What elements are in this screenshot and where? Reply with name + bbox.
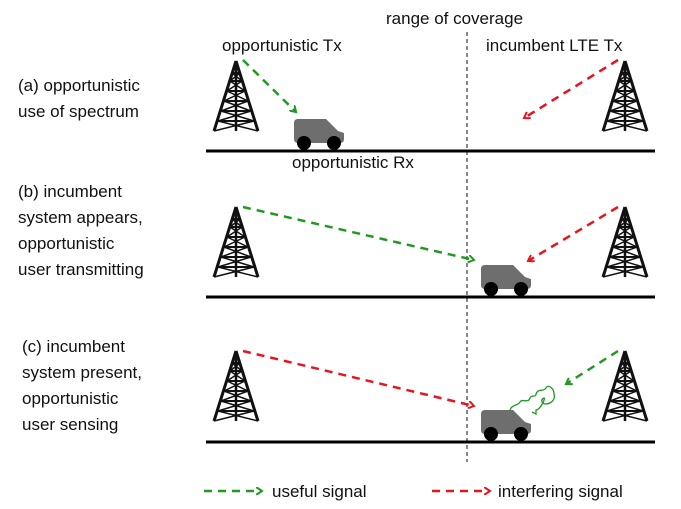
car-icon — [294, 119, 344, 150]
scenario-a: (a) opportunistic use of spectrum — [18, 58, 655, 153]
scenario-b-line-2: system appears, — [18, 208, 143, 227]
legend-useful-label: useful signal — [272, 482, 367, 501]
tower-opportunistic-tx-icon — [212, 59, 260, 133]
legend: useful signal interfering signal — [204, 482, 623, 501]
car-icon — [481, 410, 531, 441]
tower-incumbent-lte-tx-icon — [601, 349, 649, 423]
useful-signal-arrow — [566, 349, 619, 384]
scenario-a-line-2: use of spectrum — [18, 102, 139, 121]
incumbent-lte-tx-label: incumbent LTE Tx — [486, 36, 623, 55]
opportunistic-rx-label: opportunistic Rx — [292, 153, 414, 172]
interfering-signal-arrow — [528, 205, 619, 261]
interfering-signal-arrow — [242, 349, 474, 406]
range-of-coverage-label: range of coverage — [386, 9, 523, 28]
scenario-c-line-1: (c) incumbent — [22, 337, 125, 356]
scenario-b-line-3: opportunistic — [18, 234, 115, 253]
scenario-c-line-3: opportunistic — [22, 389, 119, 408]
car-icon — [481, 265, 531, 296]
scenario-b: (b) incumbent system appears, opportunis… — [18, 182, 655, 299]
interfering-signal-arrow — [524, 58, 619, 118]
sensing-scribble-icon — [509, 385, 556, 416]
opportunistic-tx-label: opportunistic Tx — [222, 36, 342, 55]
scenario-a-line-1: (a) opportunistic — [18, 76, 140, 95]
tower-opportunistic-tx-icon — [212, 349, 260, 423]
tower-incumbent-lte-tx-icon — [601, 205, 649, 279]
tower-incumbent-lte-tx-icon — [601, 59, 649, 133]
scenario-b-line-4: user transmitting — [18, 260, 144, 279]
useful-signal-arrow — [242, 59, 296, 112]
scenario-b-line-1: (b) incumbent — [18, 182, 122, 201]
scenario-c-line-2: system present, — [22, 363, 142, 382]
scenario-c: (c) incumbent system present, opportunis… — [22, 337, 655, 444]
tower-opportunistic-tx-icon — [212, 205, 260, 279]
legend-interfering-label: interfering signal — [498, 482, 623, 501]
scenario-c-line-4: user sensing — [22, 415, 118, 434]
useful-signal-arrow — [242, 205, 474, 260]
